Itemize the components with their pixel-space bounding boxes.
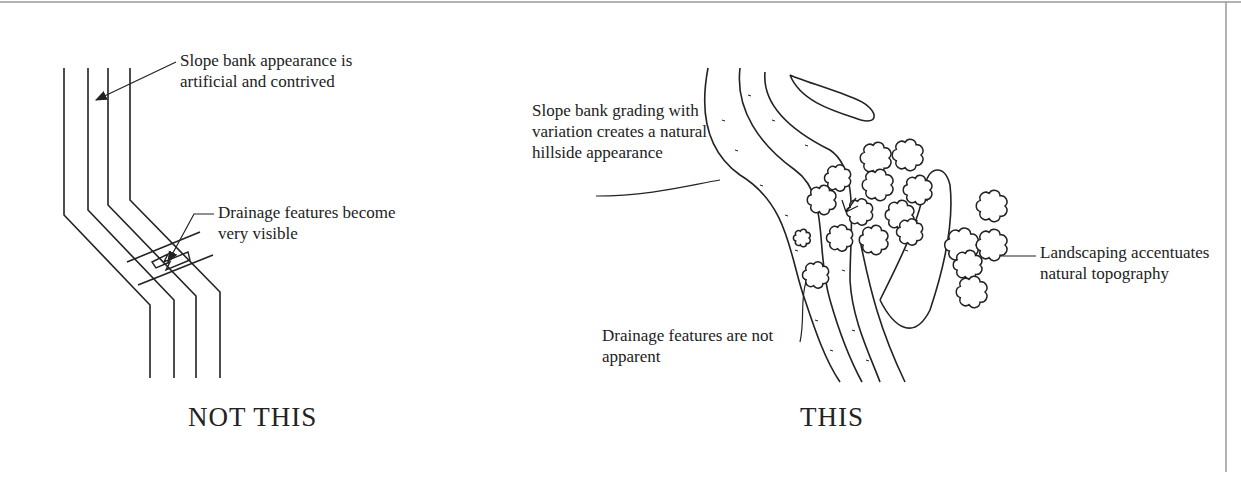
tree-symbol bbox=[859, 225, 888, 254]
leader-lines bbox=[96, 62, 1036, 342]
heading-label: THIS bbox=[800, 402, 864, 432]
tree-symbol bbox=[793, 229, 810, 247]
stipple-mark bbox=[815, 320, 818, 321]
stipple-mark bbox=[748, 95, 751, 96]
stipple-mark bbox=[722, 120, 725, 121]
heading-label: NOT THIS bbox=[188, 402, 317, 432]
tree-symbol bbox=[847, 199, 873, 225]
frame bbox=[0, 2, 1241, 472]
tree-symbol bbox=[953, 250, 982, 279]
stipple-mark bbox=[842, 270, 845, 271]
tree-symbol bbox=[803, 262, 829, 288]
callout-label: Slope bank appearance is artificial and … bbox=[180, 50, 410, 92]
callout-label: Drainage features become very visible bbox=[218, 202, 418, 244]
slope-stipple bbox=[722, 95, 928, 361]
drainage-symbol bbox=[842, 198, 858, 212]
tree-symbol bbox=[807, 185, 836, 214]
tree-symbol bbox=[897, 219, 923, 245]
stipple-mark bbox=[866, 360, 869, 361]
stipple-mark bbox=[785, 215, 788, 216]
stipple-mark bbox=[760, 185, 763, 186]
tree-symbol bbox=[956, 276, 987, 307]
rigid-slope-bank bbox=[64, 68, 220, 378]
callout-label: Landscaping accentuates natural topograp… bbox=[1040, 242, 1220, 284]
stipple-mark bbox=[852, 330, 855, 331]
stipple-mark bbox=[772, 120, 775, 121]
landscape-trees bbox=[793, 139, 1007, 307]
stipple-mark bbox=[805, 145, 808, 146]
tree-symbol bbox=[827, 225, 853, 251]
stipple-mark bbox=[735, 150, 738, 151]
tree-symbol bbox=[862, 169, 893, 200]
callout-label: Drainage features are not apparent bbox=[602, 325, 807, 367]
tree-symbol bbox=[976, 190, 1007, 221]
stipple-mark bbox=[830, 350, 833, 351]
tree-symbol bbox=[903, 175, 932, 204]
tree-symbol bbox=[860, 142, 891, 173]
callout-label: Slope bank grading with variation create… bbox=[532, 100, 737, 163]
tree-symbol bbox=[892, 139, 923, 170]
stipple-mark bbox=[795, 250, 798, 251]
stipple-mark bbox=[905, 250, 908, 251]
